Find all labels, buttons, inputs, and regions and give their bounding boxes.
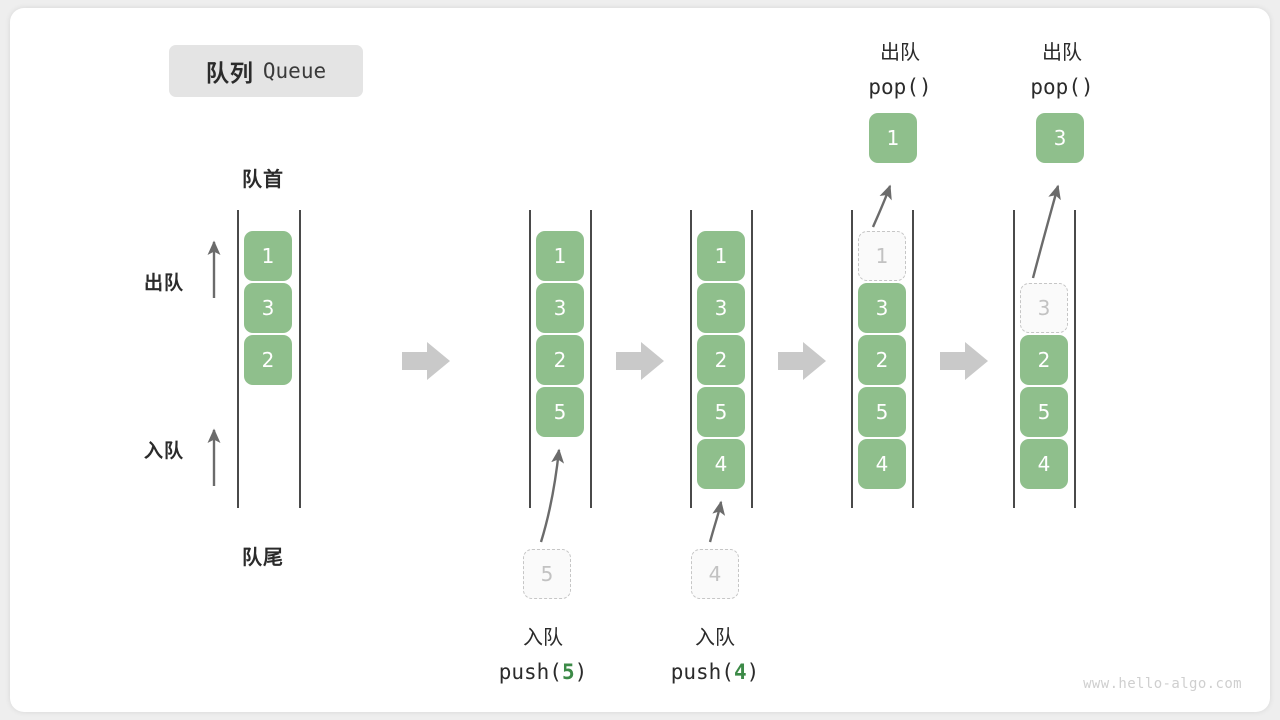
dequeue-direction-label: 出队 (144, 273, 185, 294)
popped-cell: 3 (1036, 113, 1084, 163)
step-arrow-2-to-3 (616, 342, 664, 380)
queue-cell: 2 (536, 335, 584, 385)
rail-right-step-2 (590, 210, 592, 508)
popped-cell: 1 (869, 113, 917, 163)
operation-caption-code: pop() (1030, 75, 1094, 99)
push-5-arrow (539, 448, 565, 543)
queue-cell: 2 (1020, 335, 1068, 385)
operation-caption-cn: 出队 (1042, 42, 1082, 64)
queue-cell: 2 (244, 335, 292, 385)
code-suffix: ) (574, 660, 588, 684)
queue-cell: 2 (697, 335, 745, 385)
title-chinese: 队列 (205, 60, 254, 86)
watermark: www.hello-algo.com (1083, 676, 1242, 692)
operation-caption-code: pop() (868, 75, 932, 99)
queue-cell-new: 4 (697, 439, 745, 489)
queue-cell: 1 (244, 231, 292, 281)
queue-cell-new: 5 (536, 387, 584, 437)
rail-left-step-3 (690, 210, 692, 508)
queue-cell: 3 (536, 283, 584, 333)
queue-cell: 1 (536, 231, 584, 281)
rail-left-step-5 (1013, 210, 1015, 508)
code-prefix: push( (670, 660, 734, 684)
code-arg: 4 (733, 660, 747, 684)
rail-left-step-4 (851, 210, 853, 508)
rail-right-step-3 (751, 210, 753, 508)
enqueue-direction-label: 入队 (144, 441, 185, 462)
code-arg: 5 (561, 660, 575, 684)
push-4-arrow (708, 500, 726, 543)
diagram-canvas: 队列 Queue 队首 队尾 出队 入队 1 3 2 1 3 2 5 5 入队 … (10, 8, 1270, 712)
queue-cell: 3 (697, 283, 745, 333)
operation-caption-code: push(4) (585, 655, 845, 689)
incoming-ghost-cell: 4 (691, 549, 739, 599)
rail-left-step-1 (237, 210, 239, 508)
code-suffix: ) (746, 660, 760, 684)
operation-caption-cn: 入队 (523, 627, 563, 649)
queue-cell: 4 (1020, 439, 1068, 489)
queue-cell-removed: 3 (1020, 283, 1068, 333)
queue-cell: 3 (244, 283, 292, 333)
rail-left-step-2 (529, 210, 531, 508)
diagram-title-chip: 队列 Queue (169, 45, 363, 97)
rail-right-step-4 (912, 210, 914, 508)
operation-caption-cn: 入队 (695, 627, 735, 649)
queue-cell: 5 (1020, 387, 1068, 437)
operation-caption-cn: 出队 (880, 42, 920, 64)
operation-caption-pop-3: 出队 pop() (962, 36, 1162, 104)
queue-cell: 2 (858, 335, 906, 385)
queue-cell: 5 (858, 387, 906, 437)
operation-caption-pop-1: 出队 pop() (800, 36, 1000, 104)
queue-cell: 3 (858, 283, 906, 333)
title-english: Queue (262, 59, 327, 83)
arrow-overlay (207, 184, 1061, 543)
operation-caption-code: push(5) (413, 655, 673, 689)
step-arrow-1-to-2 (402, 342, 450, 380)
queue-front-label: 队首 (242, 169, 284, 191)
step-arrow-3-to-4 (778, 342, 826, 380)
pop-1-arrow (871, 184, 892, 228)
incoming-ghost-cell: 5 (523, 549, 571, 599)
rail-right-step-5 (1074, 210, 1076, 508)
queue-cell: 4 (858, 439, 906, 489)
step-arrow-4-to-5 (940, 342, 988, 380)
operation-caption-push-4: 入队 push(4) (585, 621, 845, 689)
queue-cell-removed: 1 (858, 231, 906, 281)
operation-caption-push-5: 入队 push(5) (413, 621, 673, 689)
code-prefix: push( (498, 660, 562, 684)
queue-cell: 1 (697, 231, 745, 281)
queue-cell: 5 (697, 387, 745, 437)
queue-back-label: 队尾 (242, 547, 284, 569)
rail-right-step-1 (299, 210, 301, 508)
pop-3-arrow (1031, 184, 1061, 279)
